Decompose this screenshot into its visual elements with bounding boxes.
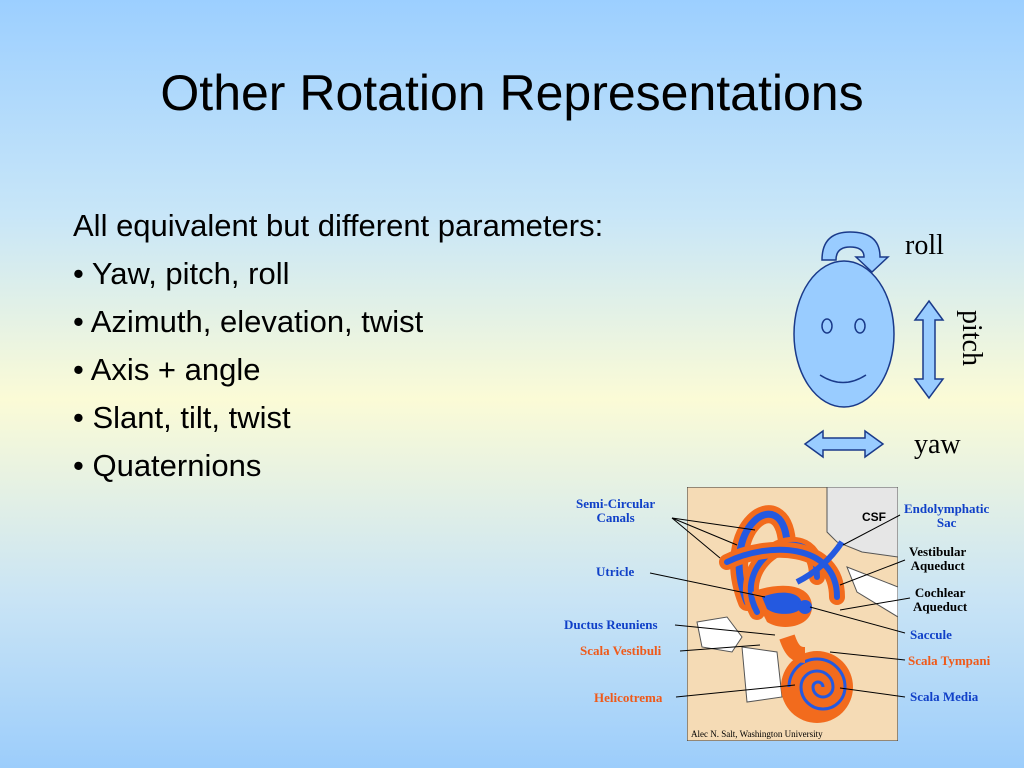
endolymphatic-duct: [795, 540, 845, 585]
utricle-shape: [762, 592, 802, 614]
right-eye-icon: [854, 318, 866, 334]
csf-label: CSF: [862, 510, 886, 524]
bullet-item: • Axis + angle: [73, 352, 261, 387]
label-scala-tympani: Scala Tympani: [908, 653, 991, 668]
rotation-face-diagram: [793, 231, 945, 459]
yaw-arrow-icon: [803, 429, 885, 459]
saccule-shape: [798, 600, 812, 614]
label-utricle: Utricle: [596, 564, 635, 579]
label-scala-vestibuli: Scala Vestibuli: [580, 643, 662, 658]
label-ductus: Ductus Reuniens: [564, 617, 658, 632]
label-scala-media: Scala Media: [910, 689, 979, 704]
mouth-icon: [819, 374, 867, 384]
label-saccule: Saccule: [910, 627, 952, 642]
semicircular-canals: [719, 505, 845, 620]
intro-line: All equivalent but different parameters:: [73, 208, 604, 243]
bullet-item: • Quaternions: [73, 448, 262, 483]
bullet-item: • Yaw, pitch, roll: [73, 256, 290, 291]
cochlea: [779, 634, 853, 723]
bone-region: [696, 487, 898, 703]
credit-label: Alec N. Salt, Washington University: [691, 729, 823, 739]
roll-label: roll: [905, 230, 944, 261]
bullet-item: • Azimuth, elevation, twist: [73, 304, 424, 339]
bullet-list: All equivalent but different parameters:…: [73, 202, 603, 490]
pitch-arrow-icon: [913, 299, 945, 400]
label-helicotrema: Helicotrema: [594, 690, 663, 705]
roll-arrow-icon: [821, 231, 890, 274]
slide-title: Other Rotation Representations: [160, 65, 864, 121]
yaw-label: yaw: [914, 429, 961, 460]
left-eye-icon: [821, 318, 833, 334]
inner-ear-figure: CSF Alec N. Salt, Washington University: [687, 487, 898, 741]
face-icon: [793, 260, 895, 408]
bullet-item: • Slant, tilt, twist: [73, 400, 291, 435]
